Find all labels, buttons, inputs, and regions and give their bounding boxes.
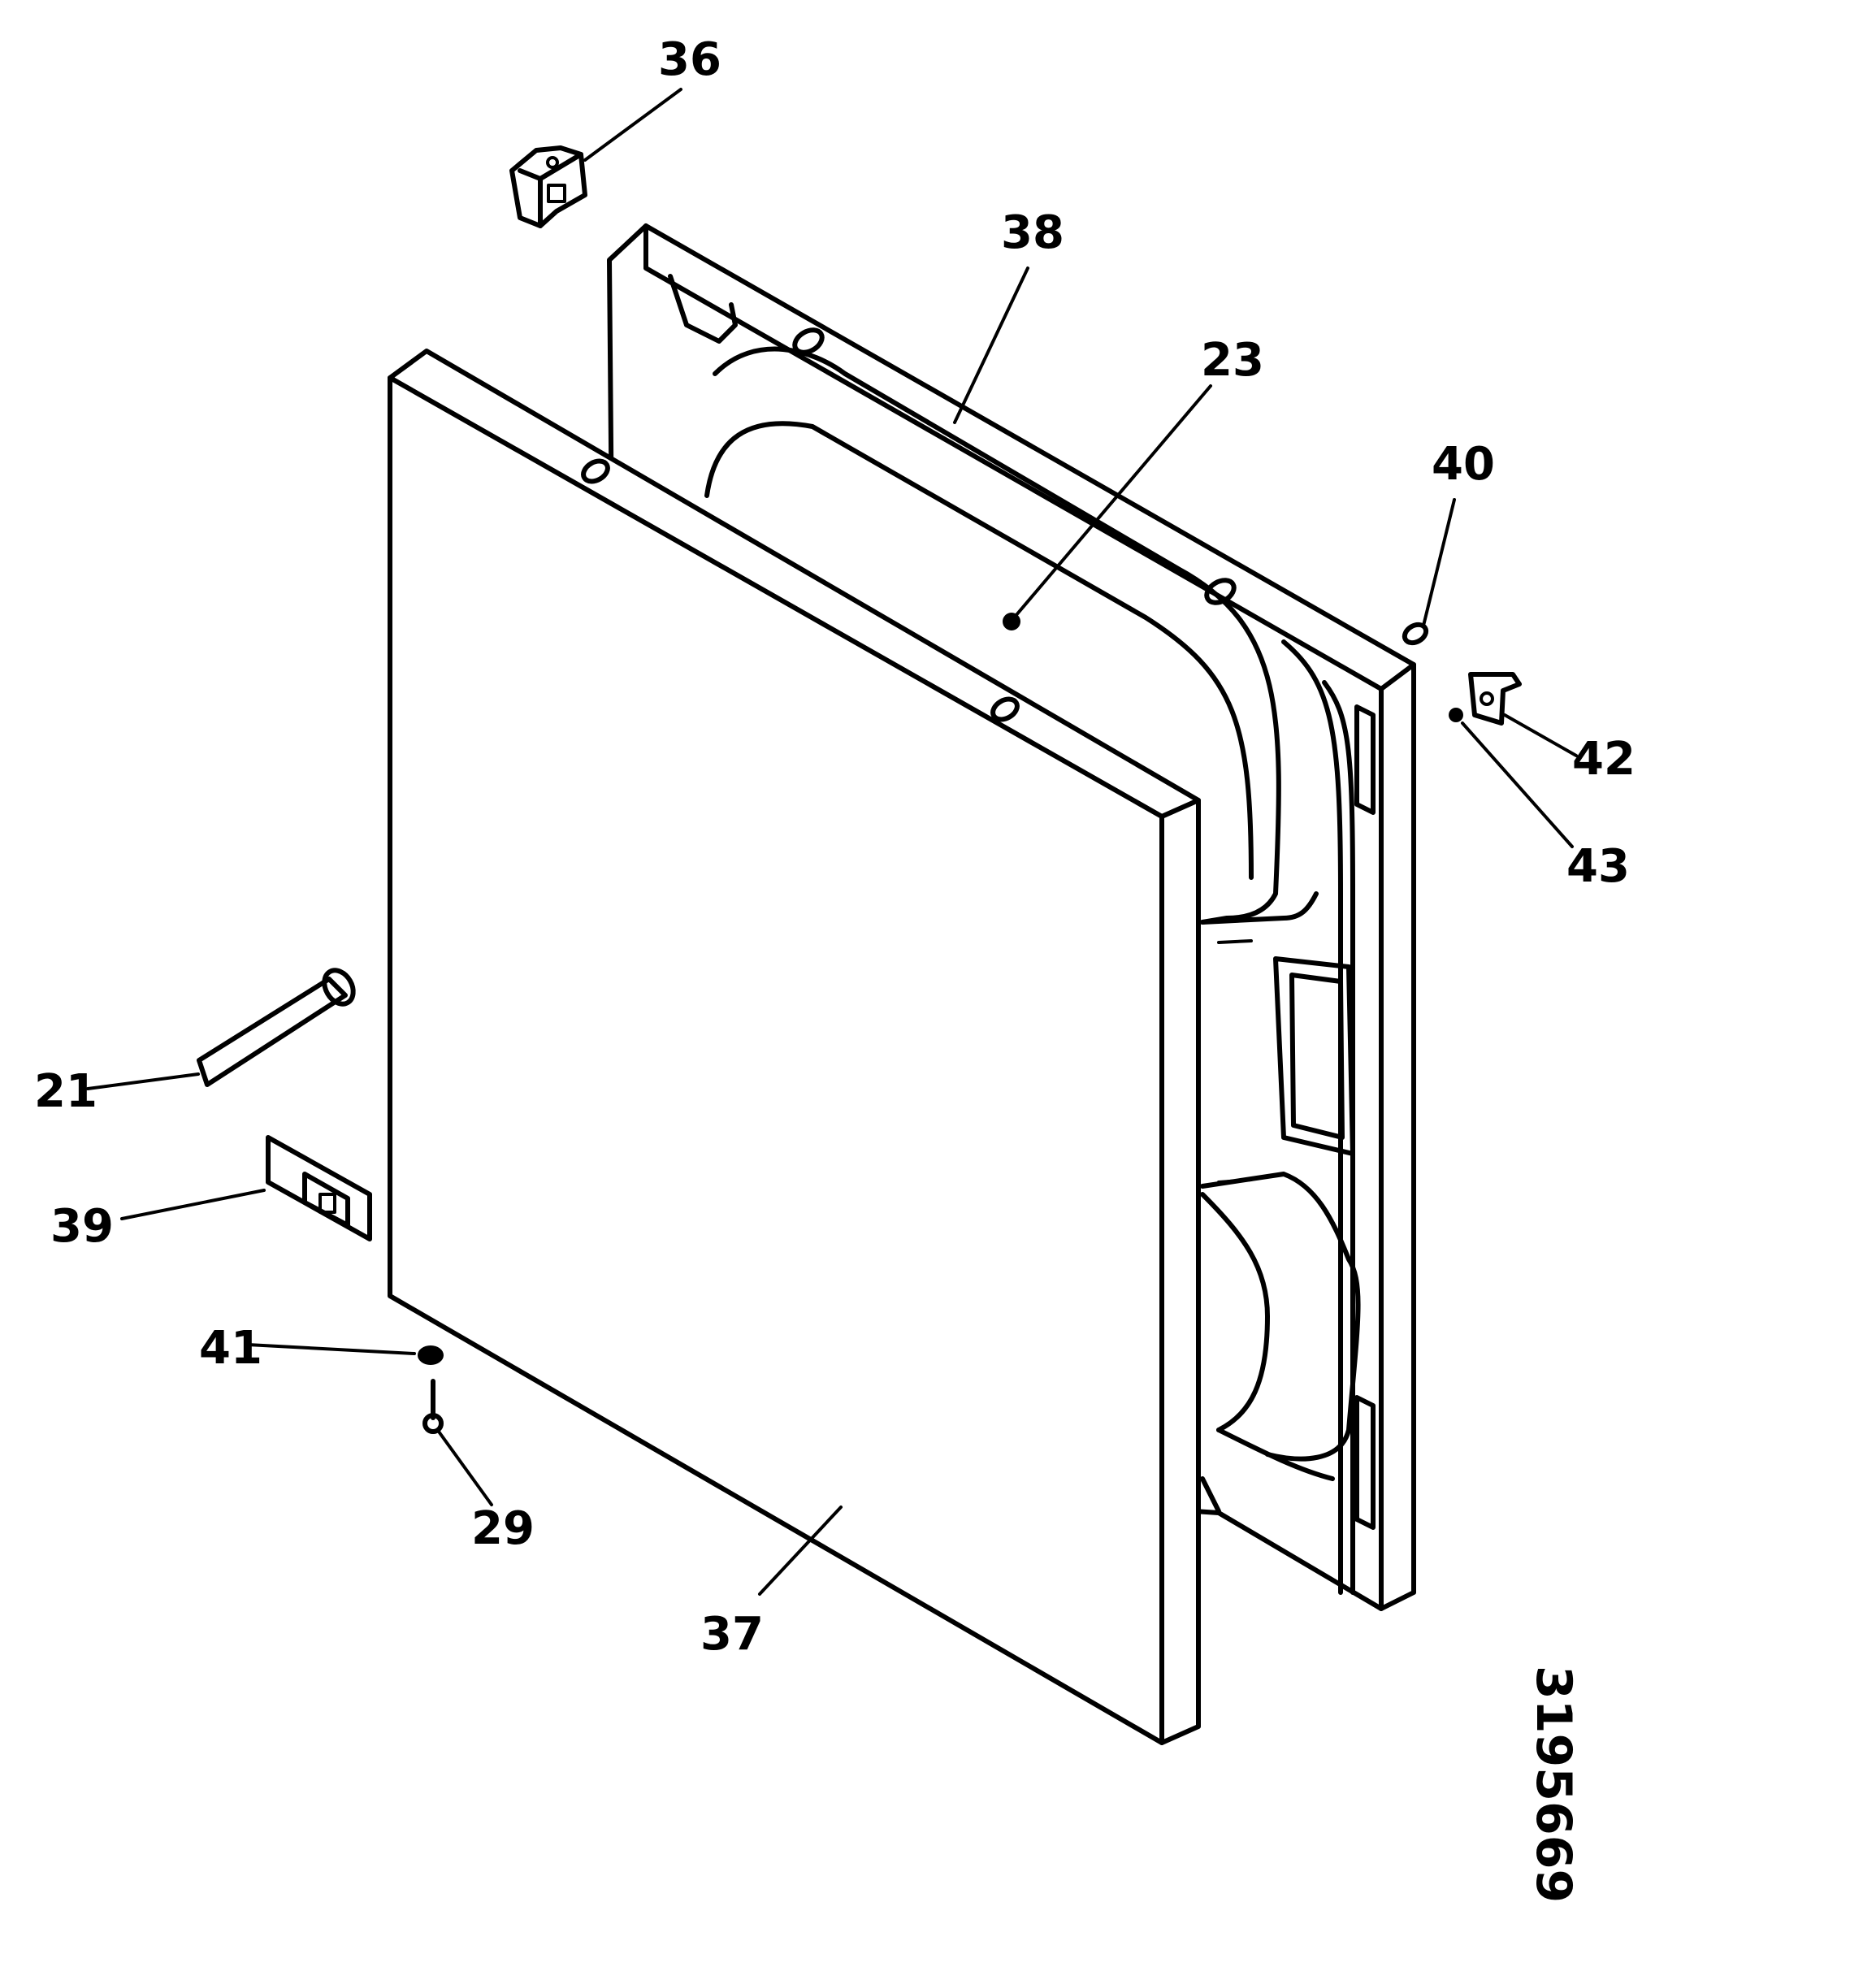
label-37: 37 xyxy=(700,1608,764,1661)
part-36-block xyxy=(509,88,682,228)
part-23-marker xyxy=(1003,384,1212,630)
part-41-29-fasteners xyxy=(246,1343,493,1506)
part-21-hinge-pin xyxy=(86,968,356,1090)
label-40: 40 xyxy=(1432,438,1495,491)
part-39-latch xyxy=(120,1135,372,1241)
label-38: 38 xyxy=(1001,206,1064,259)
leader-37 xyxy=(758,1506,843,1596)
label-43: 43 xyxy=(1566,840,1630,893)
drawing-code: 3195669 xyxy=(1525,1666,1582,1903)
label-29: 29 xyxy=(471,1502,535,1555)
label-36: 36 xyxy=(658,33,721,86)
label-21: 21 xyxy=(34,1065,97,1118)
part-40-screw xyxy=(1402,498,1456,646)
door-panel-37 xyxy=(388,349,1201,1745)
label-41: 41 xyxy=(199,1322,262,1375)
label-42: 42 xyxy=(1572,733,1636,786)
label-23: 23 xyxy=(1201,334,1264,387)
leader-38 xyxy=(953,266,1029,424)
part-42-43-bracket xyxy=(1449,672,1578,848)
label-39: 39 xyxy=(50,1200,114,1253)
